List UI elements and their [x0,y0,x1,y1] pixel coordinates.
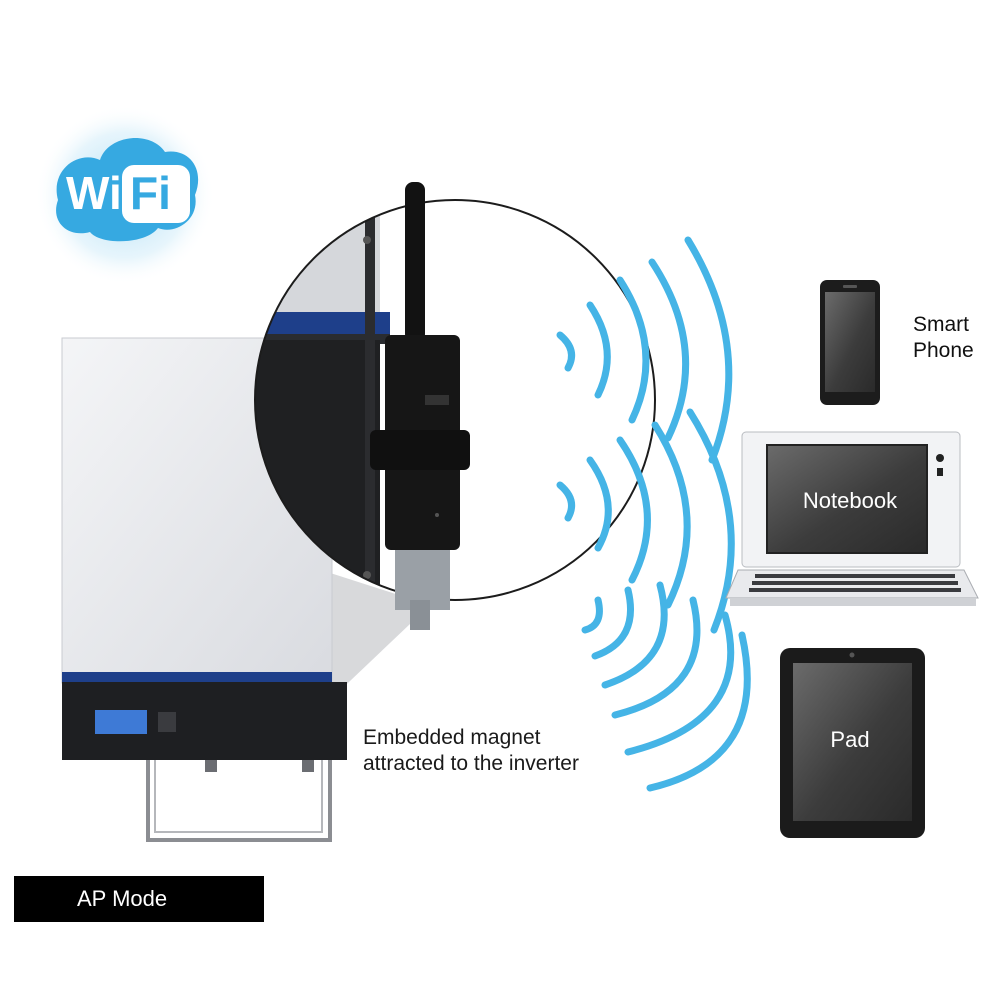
smart-phone-label-line2: Phone [913,339,974,362]
smartphone-icon [820,280,880,405]
wifi-logo-text-fi: Fi [130,167,171,219]
ap-mode-banner: AP Mode [14,876,264,922]
notebook-label: Notebook [802,488,898,513]
signal-waves-icon [556,236,751,792]
wifi-dongle-icon [370,182,470,630]
wifi-logo-text-wi: Wi [66,167,122,219]
magnet-caption-line1: Embedded magnet [363,726,541,749]
inverter-icon [61,337,347,842]
magnet-caption-line2: attracted to the inverter [363,752,579,775]
smart-phone-label-line1: Smart [913,313,970,336]
tablet-icon [780,648,925,838]
magnet-caption: Embedded magnet attracted to the inverte… [363,725,579,777]
wifi-logo-icon [35,105,215,285]
notebook-icon [725,431,979,606]
smart-phone-label: Smart Phone [913,312,974,364]
pad-label: Pad [830,727,870,752]
